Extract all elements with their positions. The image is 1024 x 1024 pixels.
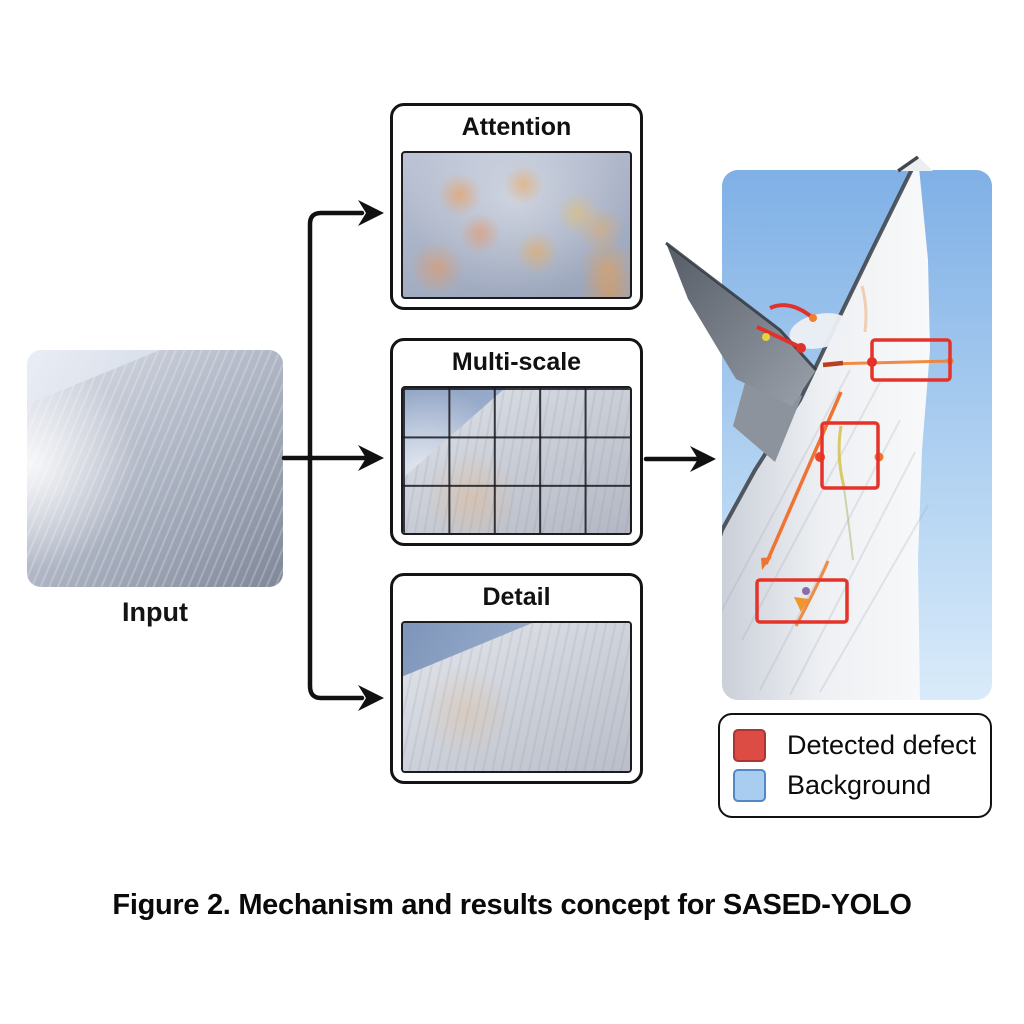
panel-attention-title: Attention xyxy=(461,113,572,141)
detection-box-2 xyxy=(820,421,880,490)
legend-swatch-defect xyxy=(733,728,766,762)
main-blade xyxy=(722,170,930,700)
legend-label-background: Background xyxy=(787,770,932,801)
secondary-blade-edge xyxy=(665,241,818,372)
multiscale-image xyxy=(401,386,632,535)
branch-trunk-line xyxy=(307,210,365,701)
legend-label-defect: Detected defect xyxy=(787,729,977,760)
multiscale-grid-overlay xyxy=(403,388,630,533)
legend-row-background: Background xyxy=(733,769,990,803)
legend-swatch-background xyxy=(733,769,766,803)
arrowhead-attention-icon xyxy=(358,200,384,226)
legend: Detected defect Background xyxy=(718,713,992,818)
panel-multiscale: Multi-scale xyxy=(390,338,643,546)
attention-heatmap-image xyxy=(401,151,632,299)
input-blade-surface xyxy=(27,350,283,587)
panel-attention: Attention xyxy=(390,103,643,310)
secondary-blade xyxy=(666,243,816,406)
input-image xyxy=(27,350,283,587)
detection-box-3 xyxy=(755,578,849,624)
detail-image xyxy=(401,621,632,773)
arrowhead-detail-icon xyxy=(358,685,384,711)
hub-defect-markings xyxy=(756,285,868,353)
result-image xyxy=(665,155,992,700)
figure-caption: Figure 2. Mechanism and results concept … xyxy=(112,889,912,921)
hub-cover xyxy=(789,313,851,349)
panel-multiscale-title: Multi-scale xyxy=(451,348,582,376)
blade-tip-edge xyxy=(896,155,920,173)
detection-boxes xyxy=(755,338,952,624)
detection-box-1 xyxy=(870,338,952,382)
input-label: Input xyxy=(122,597,188,627)
legend-row-defect: Detected defect xyxy=(733,728,990,762)
panel-detail: Detail xyxy=(390,573,643,784)
arrowhead-multiscale-icon xyxy=(358,445,384,471)
panel-detail-title: Detail xyxy=(482,583,551,611)
